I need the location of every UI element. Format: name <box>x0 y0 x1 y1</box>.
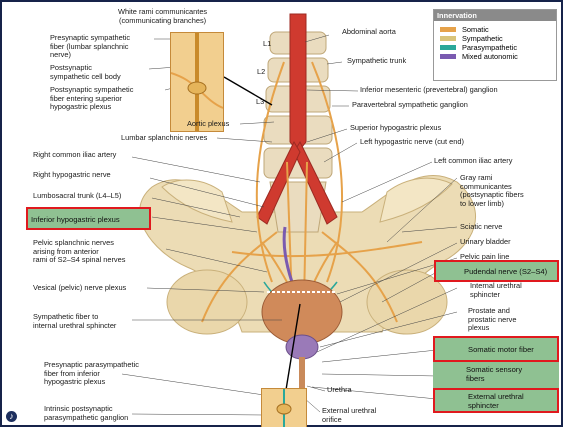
intrinsic-ganglion-inset <box>261 388 307 427</box>
label-white-rami: White rami communicantes (communicating … <box>118 8 207 25</box>
legend-item-label: Sympathetic <box>462 34 503 43</box>
label-sciatic-nerve: Sciatic nerve <box>460 223 502 232</box>
innervation-legend: Innervation Somatic Sympathetic Parasymp… <box>433 9 557 81</box>
inset-ganglion-drawing <box>262 389 306 427</box>
label-intrinsic-ganglion: Intrinsic postsynaptic parasympathetic g… <box>44 405 128 422</box>
highlight-somatic-motor-fiber: Somatic motor fiber <box>433 336 559 362</box>
highlight-inferior-hypogastric-plexus: Inferior hypogastric plexus <box>26 207 151 230</box>
legend-item: Sympathetic <box>434 34 556 43</box>
urinary-bladder <box>262 280 342 344</box>
highlight-somatic-sensory-fibers: Somatic sensory fibers <box>433 362 559 388</box>
inset-nerve-drawing <box>171 33 223 131</box>
label-right-common-iliac: Right common iliac artery <box>33 151 116 160</box>
femoral-head-left <box>167 270 247 334</box>
label-external-urethral-orifice: External urethral orifice <box>322 407 376 424</box>
highlight-external-urethral-sphincter: External urethral sphincter <box>433 388 559 413</box>
legend-title: Innervation <box>434 10 556 21</box>
label-gray-rami: Gray rami communicantes (postsynaptic fi… <box>460 174 524 208</box>
vertebra-label-l2: L2 <box>257 68 265 77</box>
label-left-common-iliac: Left common iliac artery <box>434 157 512 166</box>
legend-item: Parasympathetic <box>434 43 556 52</box>
legend-swatch-sympathetic <box>440 36 456 41</box>
vertebra-label-l3: L3 <box>256 98 264 107</box>
label-paravertebral-ganglion: Paravertebral sympathetic ganglion <box>352 101 468 110</box>
label-right-hypogastric: Right hypogastric nerve <box>33 171 111 180</box>
label-postsynaptic-cell-body: Postsynaptic sympathetic cell body <box>50 64 121 81</box>
legend-item-label: Mixed autonomic <box>462 52 518 61</box>
legend-item: Mixed autonomic <box>434 52 556 61</box>
abdominal-aorta <box>290 14 306 152</box>
legend-item-label: Parasympathetic <box>462 43 517 52</box>
label-presynaptic-sympathetic: Presynaptic sympathetic fiber (lumbar sp… <box>50 34 130 60</box>
label-urethra: Urethra <box>327 386 352 395</box>
label-prostate: Prostate and prostatic nerve plexus <box>468 307 516 333</box>
legend-swatch-somatic <box>440 27 456 32</box>
label-vesical-plexus: Vesical (pelvic) nerve plexus <box>33 284 126 293</box>
legend-swatch-parasympathetic <box>440 45 456 50</box>
sympathetic-ganglion-inset <box>170 32 224 132</box>
vertebra-label-l1: L1 <box>263 40 271 49</box>
inset-arrow <box>224 77 272 105</box>
label-internal-urethral-sphincter: Internal urethral sphincter <box>470 282 522 299</box>
label-lumbosacral-trunk: Lumbosacral trunk (L4–L5) <box>33 192 121 201</box>
label-aortic-plexus: Aortic plexus <box>187 120 229 129</box>
label-presynaptic-parasympathetic: Presynaptic parasympathetic fiber from i… <box>44 361 139 387</box>
label-left-hypogastric: Left hypogastric nerve (cut end) <box>360 138 464 147</box>
label-pelvic-splanchnic: Pelvic splanchnic nerves arising from an… <box>33 239 125 265</box>
label-urinary-bladder: Urinary bladder <box>460 238 511 247</box>
label-superior-hypogastric: Superior hypogastric plexus <box>350 124 441 133</box>
label-inferior-mesenteric-ganglion: Inferior mesenteric (prevertebral) gangl… <box>360 86 498 95</box>
sound-icon[interactable]: ♪ <box>6 411 17 422</box>
label-abdominal-aorta: Abdominal aorta <box>342 28 396 37</box>
label-sympathetic-fiber-sphincter: Sympathetic fiber to internal urethral s… <box>33 313 116 330</box>
legend-swatch-mixed-autonomic <box>440 54 456 59</box>
label-postsynaptic-fiber: Postsynaptic sympathetic fiber entering … <box>50 86 133 112</box>
legend-item-label: Somatic <box>462 25 489 34</box>
highlight-pudendal-nerve: Pudendal nerve (S2–S4) <box>434 260 559 282</box>
legend-item: Somatic <box>434 25 556 34</box>
label-lumbar-splanchnic: Lumbar splanchnic nerves <box>121 134 207 143</box>
prostate <box>286 335 318 359</box>
label-sympathetic-trunk: Sympathetic trunk <box>347 57 406 66</box>
